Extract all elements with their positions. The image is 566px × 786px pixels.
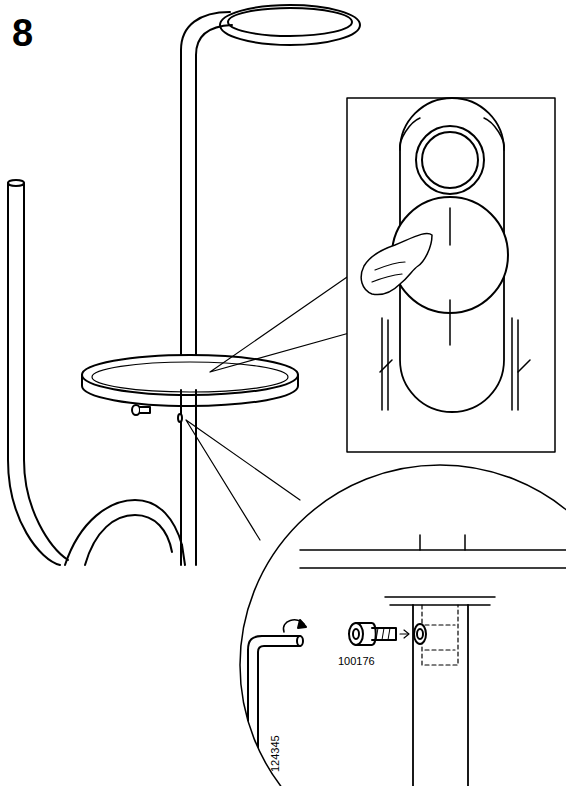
part-number: 124345 — [270, 735, 281, 772]
detail-circle — [240, 465, 566, 786]
screw — [132, 405, 182, 422]
part-number: 100176 — [338, 656, 375, 667]
tray — [82, 355, 298, 420]
leader-line — [186, 420, 300, 540]
leader-line — [210, 275, 360, 372]
top-view-inset — [347, 98, 555, 452]
step-number: 8 — [12, 14, 33, 52]
frame-tube — [8, 5, 360, 565]
